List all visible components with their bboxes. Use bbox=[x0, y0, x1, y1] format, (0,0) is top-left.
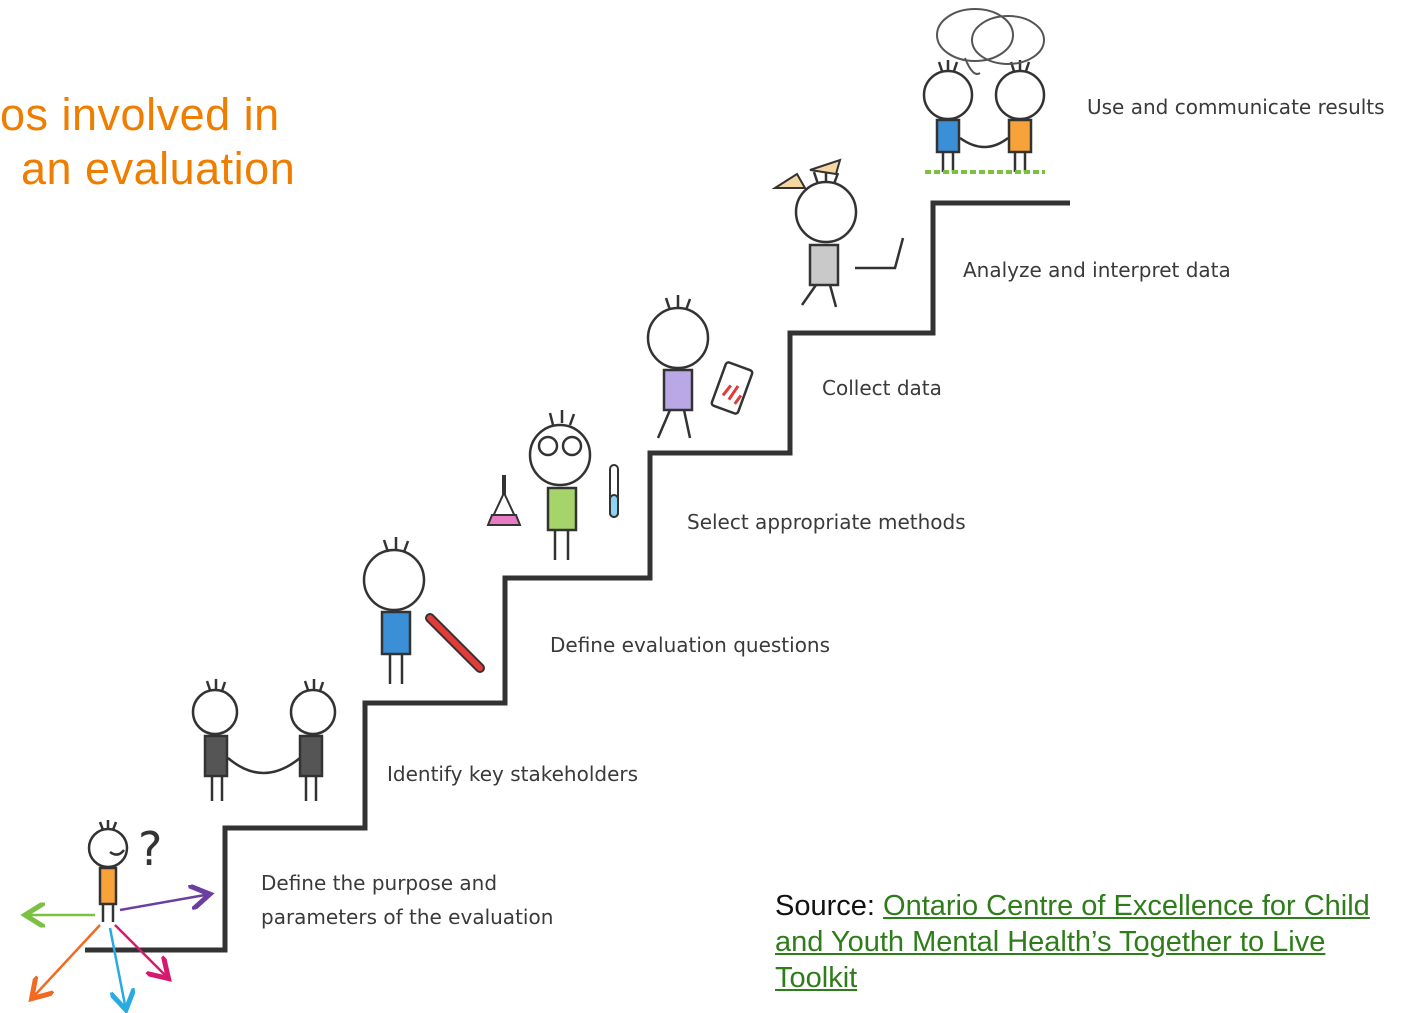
source-citation: Source: Ontario Centre of Excellence for… bbox=[775, 888, 1395, 996]
test-tube-icon bbox=[609, 464, 619, 518]
handshake-icon bbox=[959, 136, 1009, 149]
question-mark-icon: ? bbox=[138, 822, 162, 876]
source-link[interactable]: Ontario Centre of Excellence for Child a… bbox=[775, 890, 1370, 994]
paper-boat-icon bbox=[771, 158, 842, 189]
speech-bubble-icon bbox=[936, 8, 1045, 75]
flask-icon bbox=[486, 475, 522, 526]
title-line-2: an evaluation bbox=[21, 143, 296, 194]
direction-arrows-icon bbox=[30, 895, 205, 1005]
figure-step-3 bbox=[362, 537, 426, 684]
step-2-label: Identify key stakeholders bbox=[387, 762, 639, 786]
figure-step-1 bbox=[87, 820, 129, 922]
step-7-label: Use and communicate results bbox=[1087, 95, 1385, 119]
step-1-label-line-2: parameters of the evaluation bbox=[261, 905, 554, 929]
figure-step-7-left bbox=[922, 60, 974, 172]
handshake-icon bbox=[227, 757, 301, 775]
step-6-label: Analyze and interpret data bbox=[963, 258, 1231, 282]
figure-step-2-right bbox=[289, 679, 337, 801]
figure-step-2-left bbox=[191, 679, 239, 801]
step-4-label: Select appropriate methods bbox=[687, 510, 966, 534]
figure-step-6 bbox=[794, 169, 858, 308]
figure-step-4 bbox=[528, 410, 592, 560]
pencil-icon bbox=[425, 613, 485, 673]
step-5-label: Collect data bbox=[822, 376, 942, 400]
figure-step-5 bbox=[646, 295, 710, 439]
page-title: os involved in an evaluation bbox=[0, 88, 450, 196]
source-prefix: Source: bbox=[775, 890, 875, 922]
title-line-1: os involved in bbox=[0, 89, 280, 140]
step-1-label-line-1: Define the purpose and bbox=[261, 871, 498, 895]
tablet-icon bbox=[710, 361, 754, 415]
step-3-label: Define evaluation questions bbox=[550, 633, 831, 657]
laptop-icon bbox=[855, 237, 905, 270]
figure-step-7-right bbox=[994, 60, 1046, 172]
staircase-line bbox=[85, 200, 1070, 953]
